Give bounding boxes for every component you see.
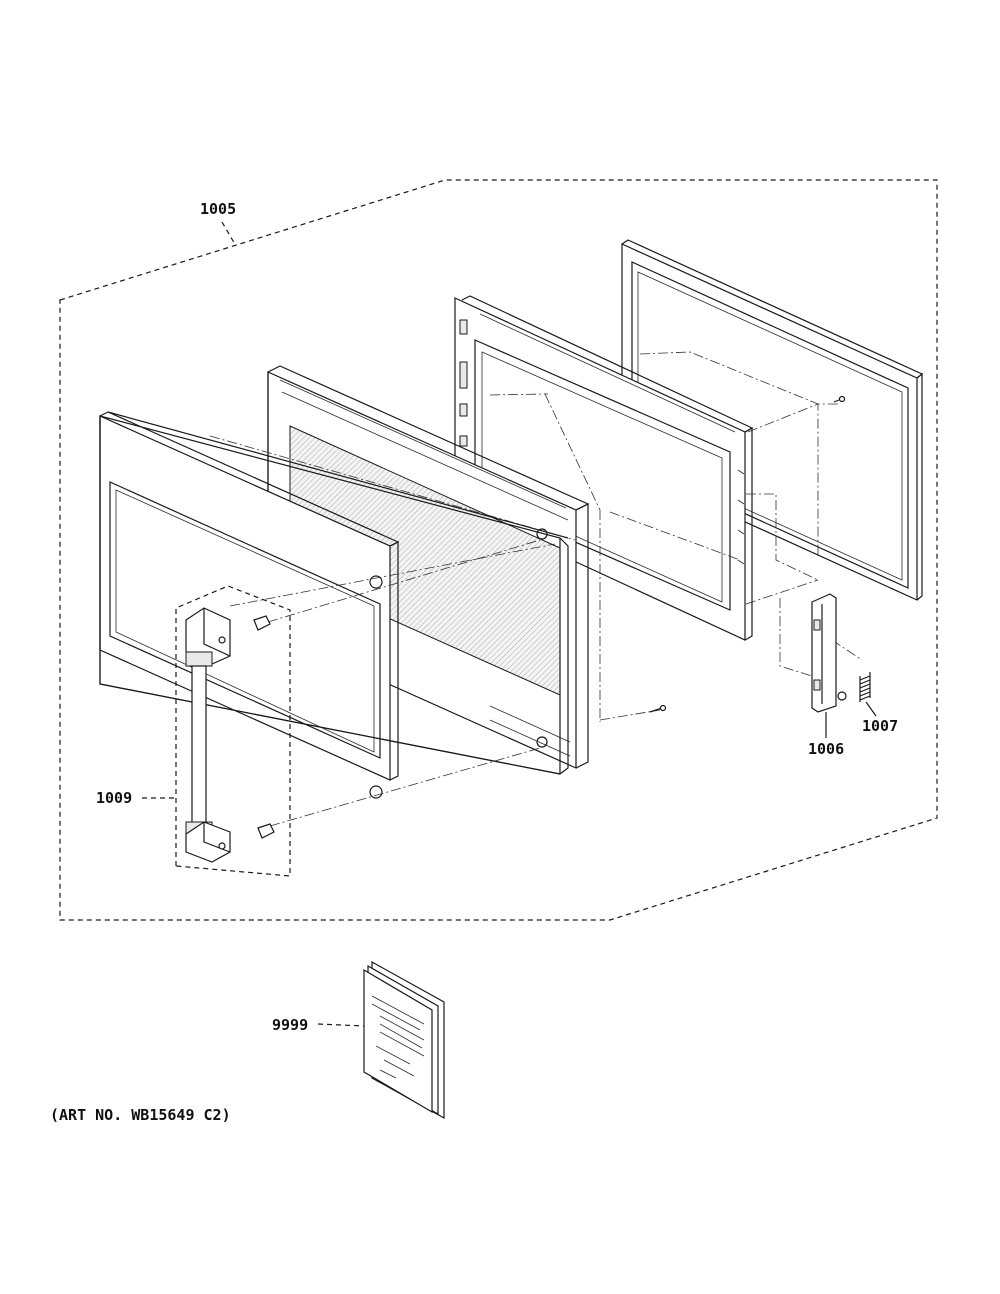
handle-assembly-boundary	[175, 585, 291, 877]
callout-9999: 9999	[272, 1016, 309, 1034]
leader-1007	[865, 701, 877, 717]
door-handle	[185, 607, 231, 863]
door-inner-panel	[267, 365, 590, 769]
callout-1006: 1006	[808, 740, 845, 758]
alignment-lines	[209, 351, 863, 827]
spring	[859, 672, 871, 702]
callout-1009: 1009	[96, 789, 133, 807]
door-body	[99, 411, 569, 775]
latch-hook	[811, 593, 847, 713]
handle-screw-bottom	[257, 823, 275, 839]
leader-1005	[221, 221, 237, 247]
door-front-panel	[99, 411, 400, 799]
inner-door-frame	[454, 295, 754, 641]
screw-bottom	[649, 704, 667, 713]
handle-screw-top	[253, 615, 271, 631]
callout-1007: 1007	[862, 717, 899, 735]
screw-top	[833, 395, 846, 403]
leader-9999	[317, 1023, 365, 1027]
literature-booklet	[363, 960, 445, 1120]
door-assembly-boundary	[59, 179, 938, 921]
art-number: (ART NO. WB15649 C2)	[50, 1106, 231, 1124]
callout-1005: 1005	[200, 200, 237, 218]
